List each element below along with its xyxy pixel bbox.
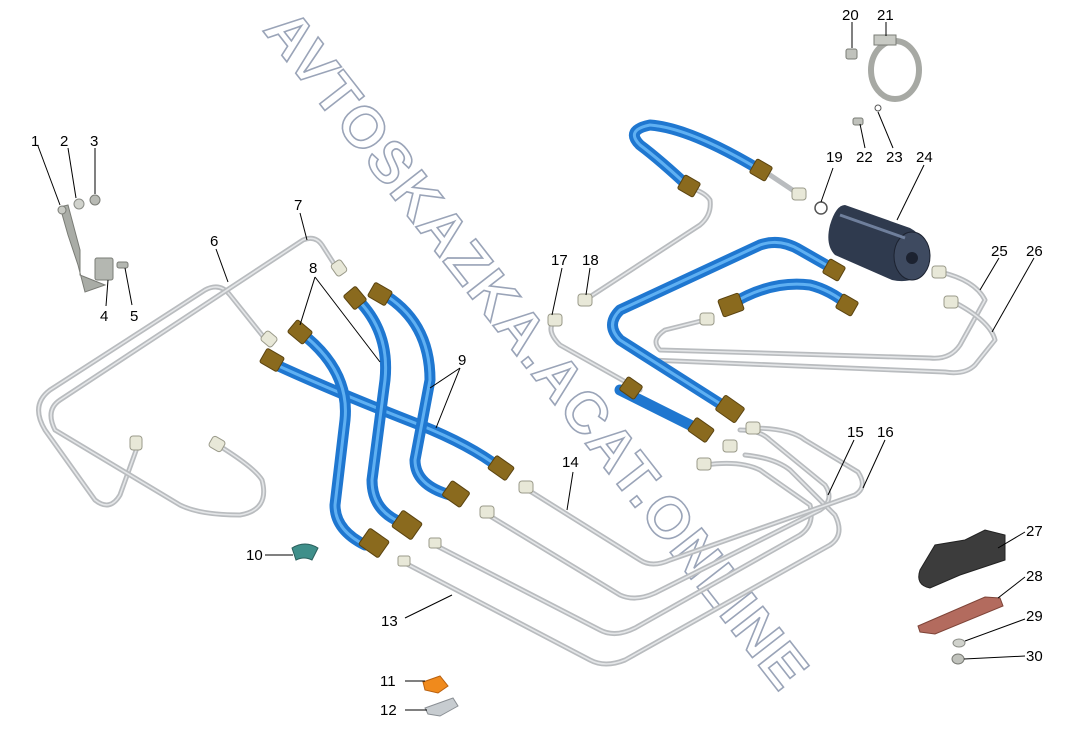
callout-18: 18 — [582, 252, 599, 269]
callout-9: 9 — [458, 352, 466, 369]
hose-middle — [607, 236, 859, 443]
part-2-washer — [73, 198, 85, 210]
leader-lines — [37, 22, 1035, 711]
callout-26: 26 — [1026, 243, 1043, 260]
callout-22: 22 — [856, 149, 873, 166]
callout-5: 5 — [130, 308, 138, 325]
callout-8: 8 — [309, 260, 317, 277]
part-24-fuel-filter — [828, 205, 931, 282]
callout-29: 29 — [1026, 608, 1043, 625]
callout-labels: 1 2 3 4 5 6 7 8 9 10 11 12 13 14 15 16 1… — [31, 7, 1043, 719]
callout-7: 7 — [294, 197, 302, 214]
part-4-clamp — [94, 257, 114, 281]
callout-15: 15 — [847, 424, 864, 441]
callout-2: 2 — [60, 133, 68, 150]
callout-14: 14 — [562, 454, 579, 471]
part-1-bracket — [57, 204, 107, 293]
part-11-clip — [422, 675, 449, 694]
part-27-clamp-block — [918, 529, 1006, 589]
callout-24: 24 — [916, 149, 933, 166]
callout-28: 28 — [1026, 568, 1043, 585]
callout-17: 17 — [551, 252, 568, 269]
part-5-bolt — [116, 261, 129, 269]
tube-17-18 — [547, 185, 713, 393]
tube-13-14-15-16 — [397, 421, 865, 667]
callout-30: 30 — [1026, 648, 1043, 665]
part-12-plate — [424, 697, 459, 717]
tube-25-26 — [647, 172, 998, 376]
part-21-clamp — [868, 34, 922, 102]
callout-12: 12 — [380, 702, 397, 719]
callout-20: 20 — [842, 7, 859, 24]
callout-27: 27 — [1026, 523, 1043, 540]
hose-9 — [343, 282, 470, 540]
part-23-washer — [874, 104, 882, 112]
callout-1: 1 — [31, 133, 39, 150]
callout-25: 25 — [991, 243, 1008, 260]
part-19-o-ring — [814, 201, 828, 215]
part-29-washer — [952, 638, 966, 648]
callout-16: 16 — [877, 424, 894, 441]
callout-4: 4 — [100, 308, 108, 325]
callout-23: 23 — [886, 149, 903, 166]
callout-3: 3 — [90, 133, 98, 150]
part-30-nut — [951, 653, 965, 665]
hose-upper — [628, 119, 773, 198]
part-28-plate — [917, 596, 1004, 635]
callout-11: 11 — [380, 673, 396, 690]
hose-8 — [259, 319, 515, 558]
callout-19: 19 — [826, 149, 843, 166]
callout-21: 21 — [877, 7, 894, 24]
part-10-clip — [291, 543, 319, 561]
part-3-nut — [89, 194, 101, 206]
callout-13: 13 — [381, 613, 398, 630]
part-22-bolt — [852, 117, 864, 126]
part-20-nut — [845, 48, 858, 60]
callout-10: 10 — [246, 547, 263, 564]
callout-6: 6 — [210, 233, 218, 250]
